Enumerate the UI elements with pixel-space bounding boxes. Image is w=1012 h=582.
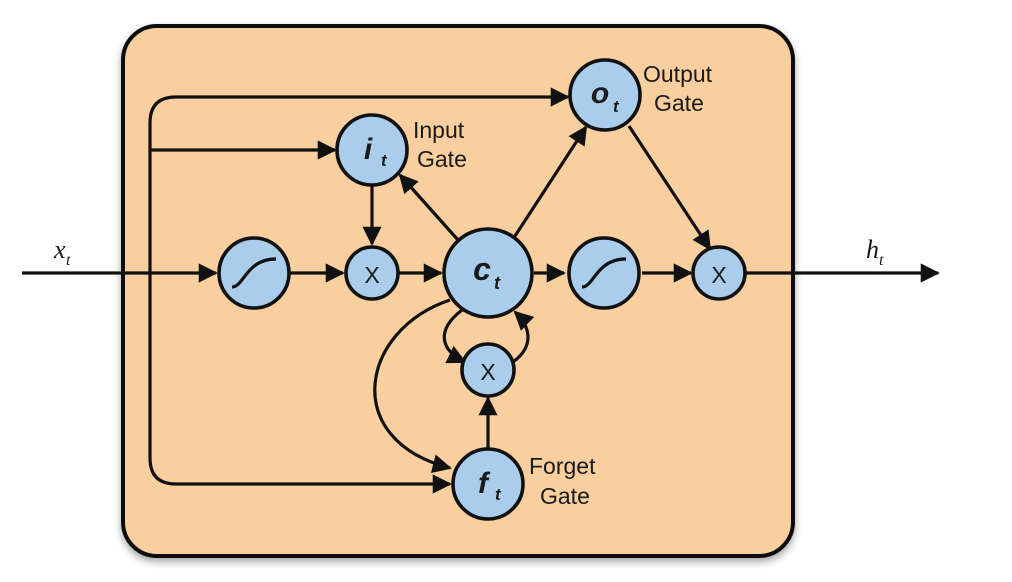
- multiply-symbol: X: [711, 262, 726, 288]
- forget-gate-label-line2: Gate: [540, 483, 590, 509]
- output-gate-node: o t: [568, 58, 642, 132]
- output-subscript: t: [879, 252, 884, 269]
- multiply-node-forget: X: [460, 342, 516, 398]
- edge-to-output-gate: [148, 87, 570, 273]
- output-gate-subscript: t: [613, 97, 620, 116]
- edge-cell-to-forget-multiply: [442, 308, 467, 364]
- input-gate-label-line2: Gate: [417, 146, 467, 172]
- multiply-node-output: X: [691, 245, 747, 301]
- input-gate-label-line1: Input: [413, 117, 465, 143]
- cell-state-node: c t: [442, 227, 534, 319]
- forget-gate-label-line1: Forget: [529, 453, 596, 479]
- sigmoid-curve-icon: [231, 257, 277, 289]
- output-symbol: h: [866, 235, 879, 264]
- cell-subscript: t: [494, 273, 501, 293]
- input-subscript: t: [66, 252, 71, 269]
- edge-forget-multiply-to-cell: [509, 310, 535, 366]
- activation-node-1: [217, 236, 291, 310]
- sigmoid-curve-icon: [581, 257, 627, 289]
- output-gate-label-line1: Output: [643, 61, 713, 87]
- edge-to-forget-gate: [148, 273, 452, 494]
- input-gate-subscript: t: [381, 151, 388, 170]
- multiply-symbol: X: [480, 359, 495, 385]
- input-variable-label: x t: [53, 235, 71, 269]
- forget-gate-symbol: f: [478, 467, 491, 500]
- activation-node-2: [567, 236, 641, 310]
- edge-cell-to-forget-gate: [373, 298, 452, 474]
- forget-gate-subscript: t: [495, 485, 502, 504]
- edge-cell-to-output-gate: [513, 125, 588, 237]
- input-gate-symbol: i: [364, 133, 373, 166]
- output-gate-label-line2: Gate: [654, 90, 704, 116]
- cell-symbol: c: [473, 251, 491, 287]
- output-gate-symbol: o: [591, 77, 609, 110]
- forget-gate-node: f t: [451, 447, 525, 521]
- output-variable-label: h t: [866, 235, 884, 269]
- input-symbol: x: [53, 235, 66, 264]
- input-gate-node: i t: [335, 113, 409, 187]
- edge-output-gate-to-multiply: [627, 125, 712, 251]
- multiply-symbol: X: [364, 262, 379, 288]
- edge-cell-to-input-gate: [398, 173, 460, 242]
- multiply-node-input: X: [344, 245, 400, 301]
